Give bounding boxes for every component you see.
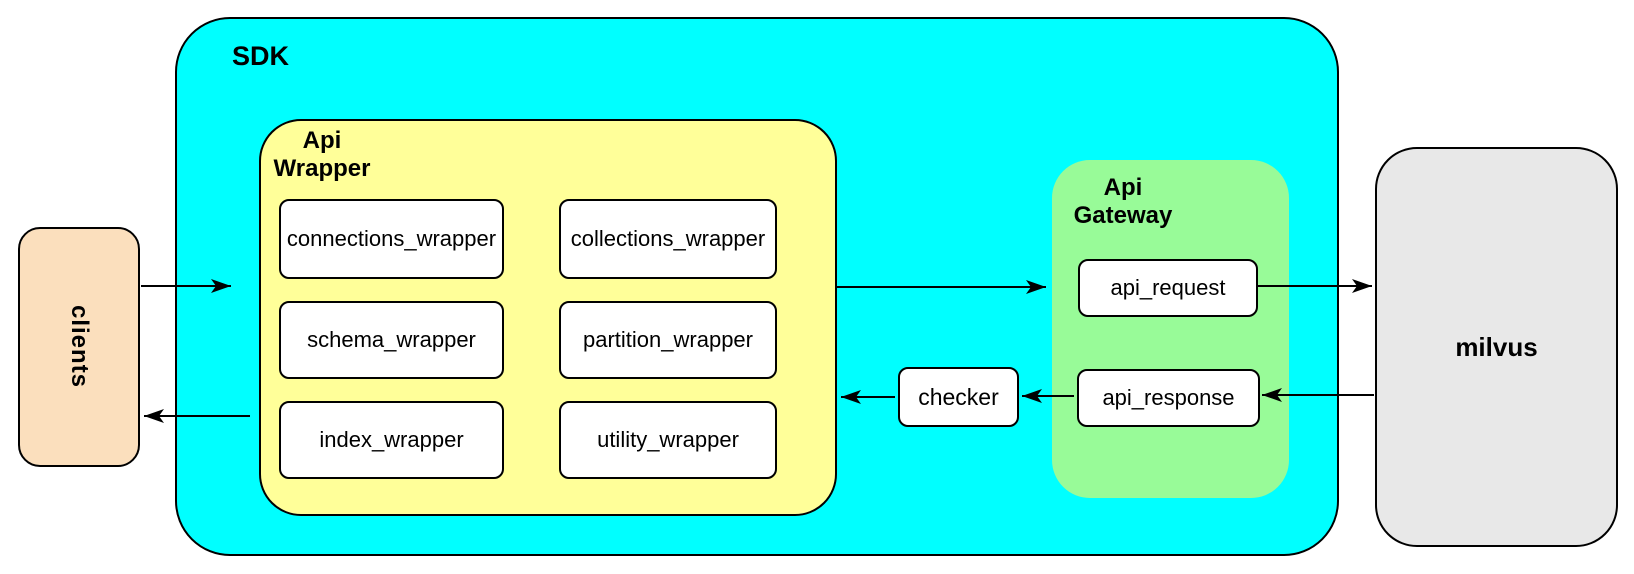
clients-label: clients (66, 305, 93, 389)
index-wrapper-node: index_wrapper (279, 401, 504, 479)
sdk-container: SDK Api Wrapper connections_wrapper coll… (175, 17, 1339, 556)
utility-wrapper-node: utility_wrapper (559, 401, 777, 479)
checker-node: checker (898, 367, 1019, 427)
milvus-label: milvus (1455, 331, 1538, 362)
api-wrapper-label: Api Wrapper (273, 127, 371, 182)
api-request-label: api_request (1110, 275, 1226, 300)
clients-node: clients (18, 227, 140, 467)
api-gateway-container: Api Gateway api_request api_response (1052, 160, 1289, 498)
partition-wrapper-node: partition_wrapper (559, 301, 777, 379)
api-response-label: api_response (1102, 385, 1235, 410)
api-wrapper-container: Api Wrapper connections_wrapper collecti… (259, 119, 837, 516)
api-gateway-label: Api Gateway (1073, 174, 1173, 229)
api-request-node: api_request (1078, 259, 1258, 317)
connections-wrapper-label: connections_wrapper (286, 226, 497, 251)
collections-wrapper-node: collections_wrapper (559, 199, 777, 279)
collections-wrapper-label: collections_wrapper (570, 226, 766, 251)
schema-wrapper-label: schema_wrapper (307, 327, 476, 352)
connections-wrapper-node: connections_wrapper (279, 199, 504, 279)
index-wrapper-label: index_wrapper (319, 427, 464, 452)
api-response-node: api_response (1077, 369, 1260, 427)
sdk-label: SDK (232, 41, 290, 71)
schema-wrapper-node: schema_wrapper (279, 301, 504, 379)
milvus-node: milvus (1375, 147, 1618, 547)
partition-wrapper-label: partition_wrapper (583, 327, 753, 352)
checker-label: checker (918, 383, 999, 410)
utility-wrapper-label: utility_wrapper (597, 427, 739, 452)
